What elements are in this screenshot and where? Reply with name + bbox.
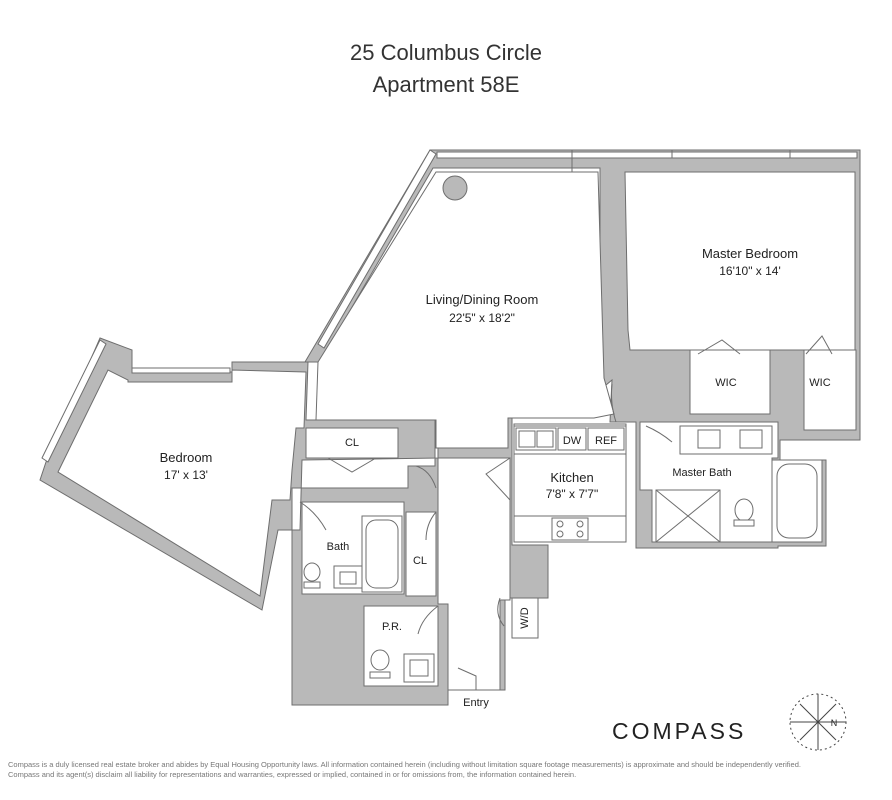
closet-cl-upper xyxy=(305,427,399,459)
dishwasher-box xyxy=(557,427,587,451)
kitchen-dims: 7'8" x 7'7" xyxy=(546,487,598,501)
master-bedroom-room xyxy=(624,171,856,351)
compass-logo: COMPASS xyxy=(612,718,747,744)
washer-dryer-label: W/D xyxy=(519,607,531,628)
living-dining-room xyxy=(315,171,615,449)
bedroom-name: Bedroom xyxy=(160,450,213,465)
disclaimer-line-1: Compass is a duly licensed real estate b… xyxy=(8,760,801,769)
toilet-powder xyxy=(370,649,390,671)
entry-label: Entry xyxy=(463,697,489,709)
disclaimer-line-2: Compass and its agent(s) disclaim all li… xyxy=(8,770,577,779)
north-compass-icon xyxy=(789,693,847,751)
wic-label-right: WIC xyxy=(809,377,830,389)
compass-letter: N xyxy=(831,718,838,728)
fixtures xyxy=(303,425,823,683)
doors xyxy=(299,335,833,690)
wic-right-room xyxy=(803,349,857,431)
living-room-name: Living/Dining Room xyxy=(426,292,539,307)
toilet-bath xyxy=(303,562,321,582)
windows xyxy=(41,149,858,463)
kitchen-name: Kitchen xyxy=(550,470,593,485)
bath-label: Bath xyxy=(327,541,350,553)
master-bedroom-dims: 16'10" x 14' xyxy=(719,264,781,278)
fridge-box xyxy=(587,427,625,451)
building-address: 25 Columbus Circle xyxy=(350,40,542,65)
dishwasher-label: DW xyxy=(563,435,582,447)
washer-dryer-box xyxy=(511,597,539,639)
column xyxy=(442,175,468,201)
master-bedroom-name: Master Bedroom xyxy=(702,246,798,261)
bedroom-dims: 17' x 13' xyxy=(164,468,208,482)
closet-label-upper: CL xyxy=(345,437,359,449)
powder-room-label: P.R. xyxy=(382,621,402,633)
wic-label-left: WIC xyxy=(715,377,736,389)
closet-cl-lower xyxy=(405,511,437,597)
closet-label-lower: CL xyxy=(413,555,427,567)
wic-left-room xyxy=(689,349,771,415)
living-room-dims: 22'5" x 18'2" xyxy=(449,311,515,325)
master-bath-label: Master Bath xyxy=(672,467,731,479)
toilet-master xyxy=(734,498,754,522)
apartment-number: Apartment 58E xyxy=(372,72,520,97)
fridge-label: REF xyxy=(595,435,617,447)
hallway xyxy=(437,457,511,691)
cooktop xyxy=(551,517,589,541)
bedroom-room xyxy=(57,369,307,597)
